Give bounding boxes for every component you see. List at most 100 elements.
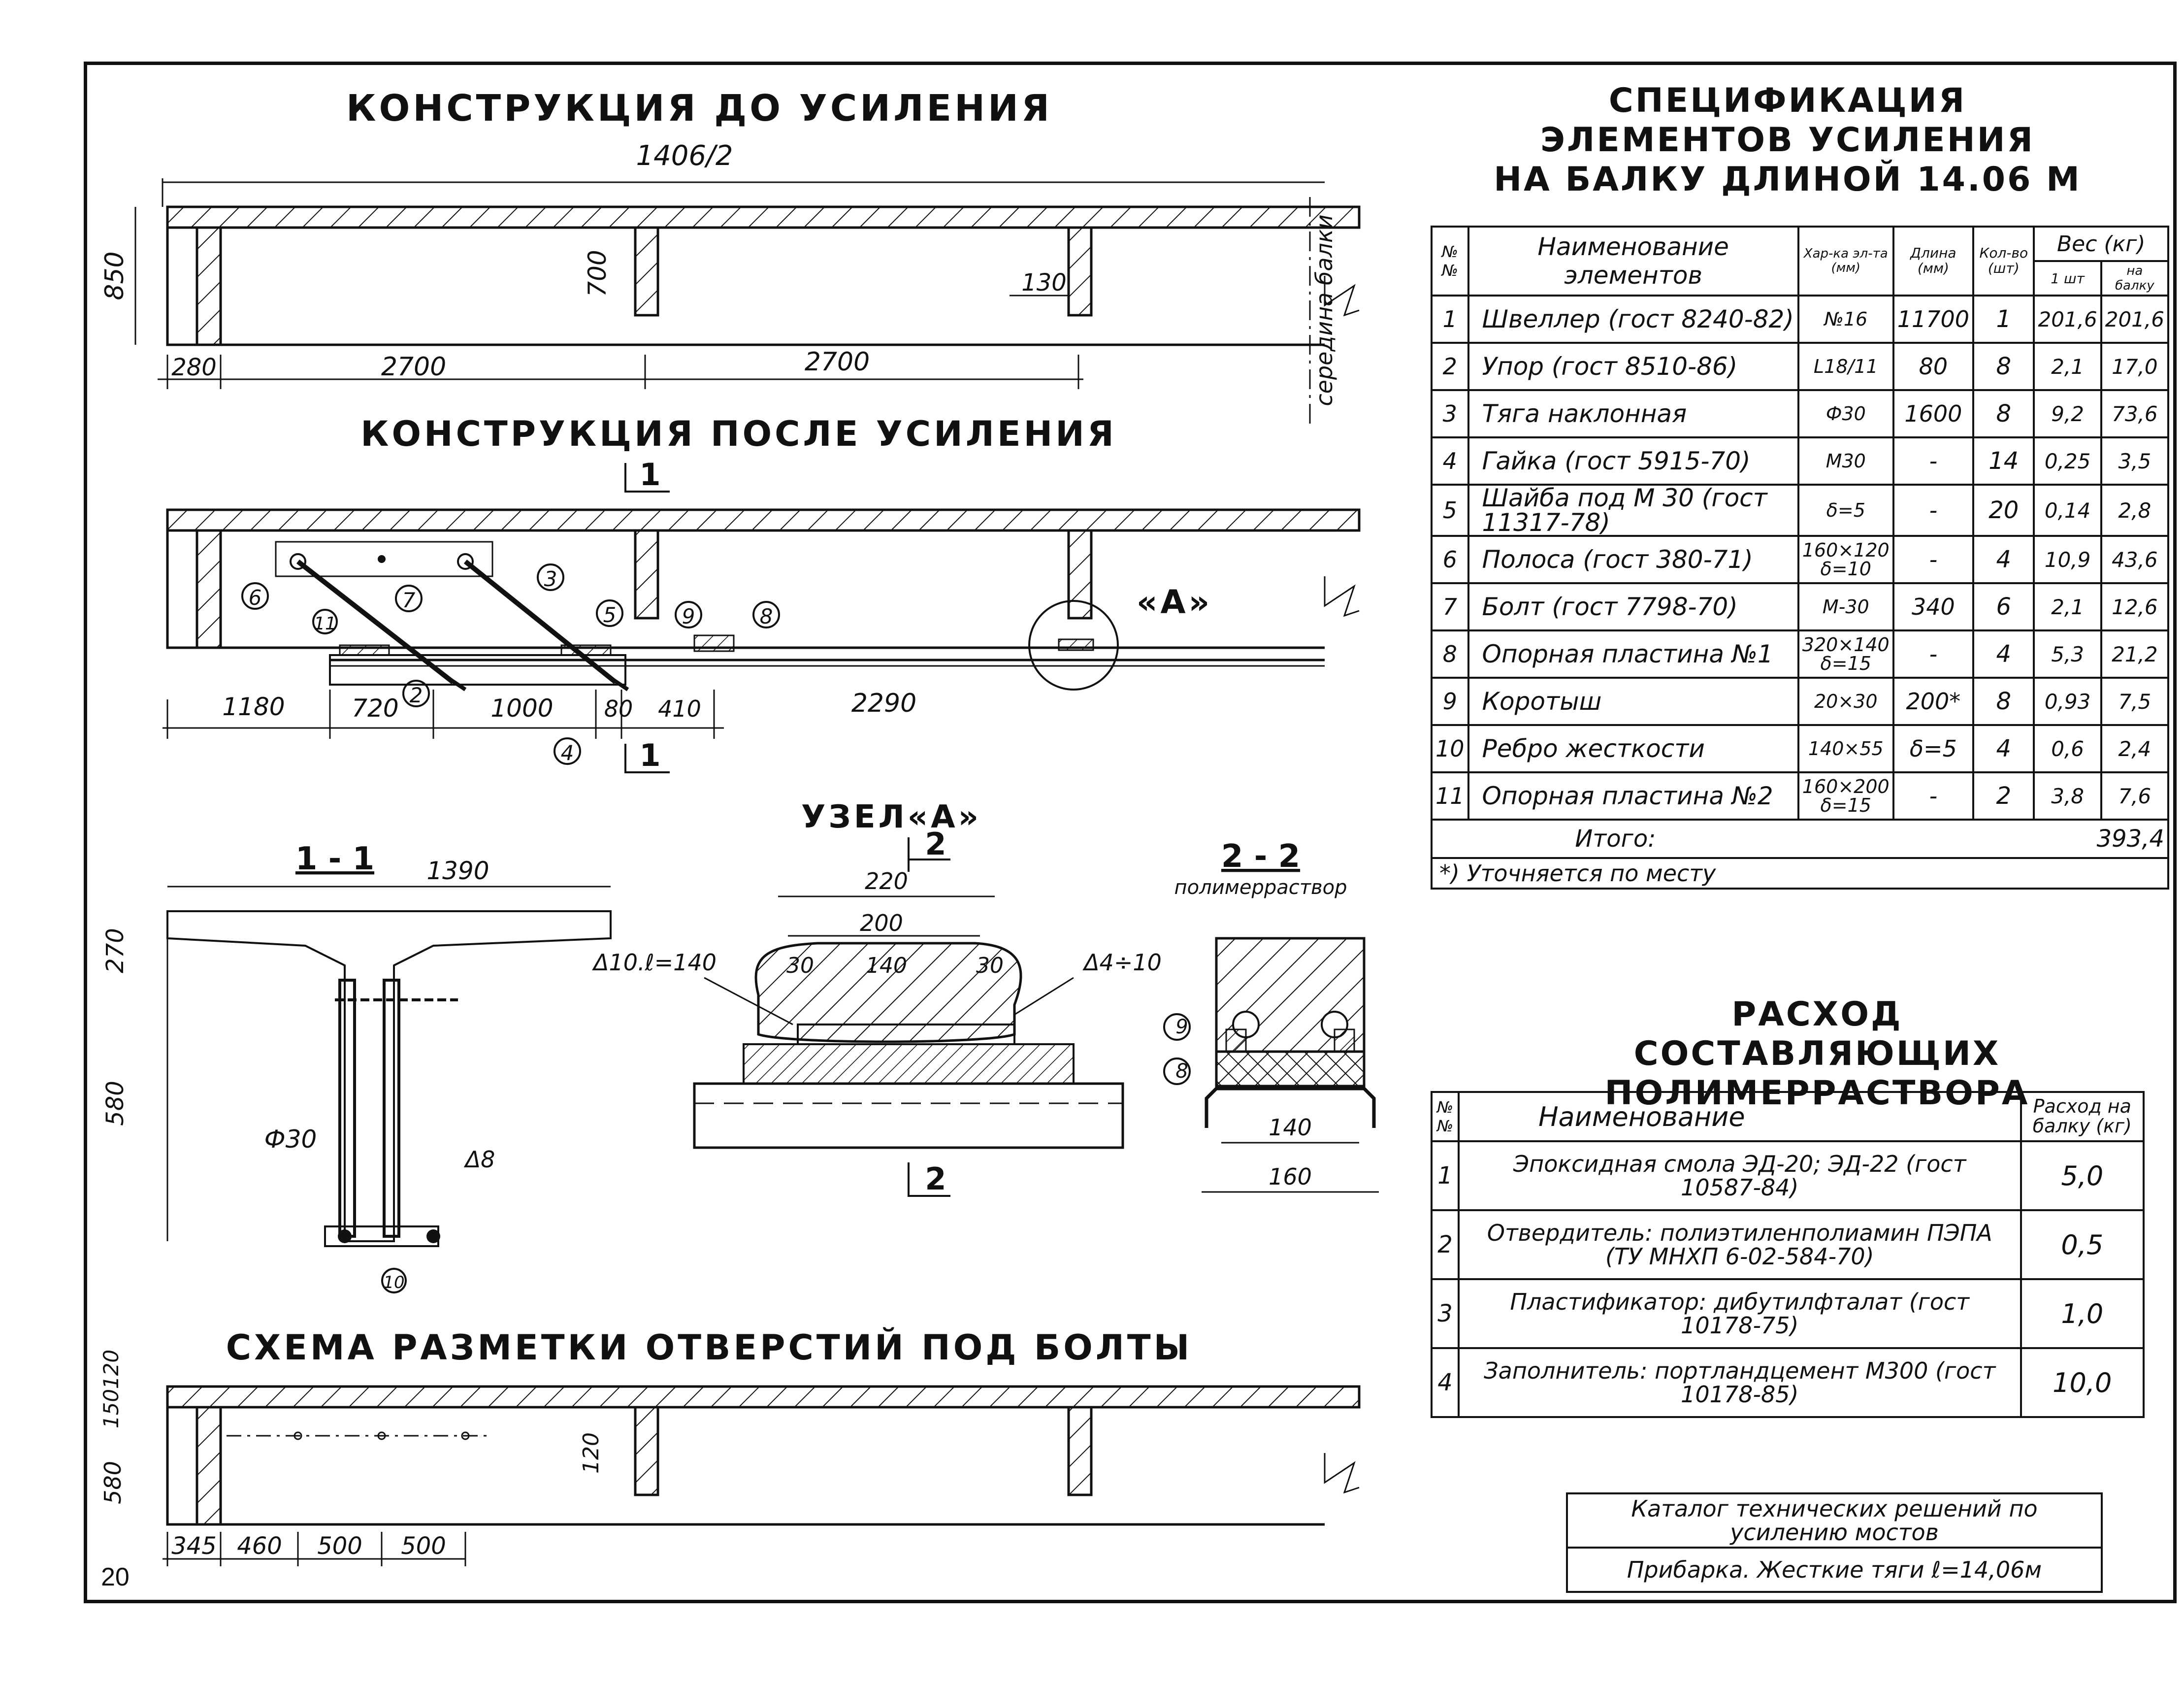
heading-before: КОНСТРУКЦИЯ ДО УСИЛЕНИЯ bbox=[346, 87, 1052, 130]
dim-410: 410 bbox=[658, 695, 701, 722]
section-2-2: 2 - 2 полимерраствор 9 8 140 160 bbox=[1163, 838, 1379, 1193]
spec-cell-n: 8 bbox=[1431, 629, 1469, 679]
rod-d30: Ф30 bbox=[264, 1125, 317, 1154]
marker-4: 4 bbox=[561, 741, 574, 765]
spec-cell-name: Болт (гост 7798-70) bbox=[1467, 582, 1799, 631]
spec-cell-char: 160×120 δ=10 bbox=[1797, 535, 1894, 584]
sec22-d140: 140 bbox=[1269, 1114, 1312, 1141]
polymer-cell-n: 4 bbox=[1431, 1347, 1460, 1418]
heading-after: КОНСТРУКЦИЯ ПОСЛЕ УСИЛЕНИЯ bbox=[360, 414, 1116, 454]
spec-cell-w1: 0,6 bbox=[2033, 724, 2102, 773]
width-1390: 1390 bbox=[426, 857, 489, 885]
spec-title: СПЕЦИФИКАЦИЯ ЭЛЕМЕНТОВ УСИЛЕНИЯ НА БАЛКУ… bbox=[1467, 81, 2108, 200]
hdim-500-a: 500 bbox=[317, 1532, 362, 1560]
polymer-cell-rate: 0,5 bbox=[2020, 1209, 2145, 1280]
spec-title-line-3: НА БАЛКУ ДЛИНОЙ 14.06 М bbox=[1494, 160, 2082, 199]
spec-cell-len: - bbox=[1892, 535, 1975, 584]
spec-head-weight: Вес (кг) bbox=[2033, 226, 2169, 262]
node-d140: 140 bbox=[866, 953, 907, 978]
spec-cell-name: Гайка (гост 5915-70) bbox=[1467, 436, 1799, 486]
spec-cell-char: L18/11 bbox=[1797, 342, 1894, 391]
spec-cell-len: - bbox=[1892, 771, 1975, 821]
spec-cell-name: Коротыш bbox=[1467, 677, 1799, 726]
web-580: 580 bbox=[101, 1081, 129, 1126]
spec-cell-n: 2 bbox=[1431, 342, 1469, 391]
spec-cell-len: 80 bbox=[1892, 342, 1975, 391]
spec-cell-name: Опорная пластина №2 bbox=[1467, 771, 1799, 821]
beam-after-view: КОНСТРУКЦИЯ ПОСЛЕ УСИЛЕНИЯ 1 «А» 6 7 bbox=[163, 414, 1361, 773]
midspan-label: середина балки bbox=[1311, 214, 1337, 406]
spec-cell-name: Швеллер (гост 8240-82) bbox=[1467, 295, 1799, 344]
spec-cell-qty: 1 bbox=[1972, 295, 2035, 344]
spec-head-len: Длина (мм) bbox=[1892, 226, 1975, 297]
spec-table: № № Наименование элементов Хар-ка эл-та … bbox=[1431, 226, 2170, 890]
drawing-frame bbox=[84, 62, 2177, 1603]
marker-6: 6 bbox=[249, 586, 262, 610]
spec-head-w1: 1 шт bbox=[2033, 260, 2102, 297]
node-a-title: УЗЕЛ«А» bbox=[801, 799, 981, 835]
span-label: 1406/2 bbox=[636, 140, 733, 172]
polymer-label: полимерраствор bbox=[1174, 876, 1347, 899]
spec-cell-name: Ребро жесткости bbox=[1467, 724, 1799, 773]
marker-10: 10 bbox=[383, 1273, 404, 1292]
spec-cell-w1: 0,93 bbox=[2033, 677, 2102, 726]
node-cut-2-top: 2 bbox=[925, 826, 946, 862]
polymer-cell-rate: 10,0 bbox=[2020, 1347, 2145, 1418]
spec-cell-n: 5 bbox=[1431, 484, 1469, 537]
dim-80: 80 bbox=[604, 695, 633, 722]
spec-cell-w1: 3,8 bbox=[2033, 771, 2102, 821]
spec-head-qty: Кол-во (шт) bbox=[1972, 226, 2035, 297]
section-1-1-title: 1 - 1 bbox=[295, 841, 374, 877]
dim-2700-a: 2700 bbox=[381, 352, 446, 382]
title-stamp: Каталог технических решений по усилению … bbox=[1566, 1492, 2103, 1593]
spec-cell-n: 6 bbox=[1431, 535, 1469, 584]
flange-270: 270 bbox=[101, 928, 129, 973]
spec-cell-w1: 0,25 bbox=[2033, 436, 2102, 486]
section-1-1: 1 - 1 1390 270 580 Ф30 Δ8 10 bbox=[101, 841, 612, 1293]
spec-head-n: № № bbox=[1431, 226, 1469, 297]
hdim-460: 460 bbox=[237, 1532, 282, 1560]
spec-cell-wb: 201,6 bbox=[2100, 295, 2170, 344]
spec-cell-len: 11700 bbox=[1892, 295, 1975, 344]
spec-cell-n: 4 bbox=[1431, 436, 1469, 486]
spec-cell-wb: 12,6 bbox=[2100, 582, 2170, 631]
node-d200: 200 bbox=[860, 910, 903, 936]
marker-3: 3 bbox=[544, 567, 557, 591]
polymer-cell-name: Заполнитель: портландцемент М300 (гост 1… bbox=[1457, 1347, 2022, 1418]
dim-280: 280 bbox=[171, 354, 217, 381]
spec-cell-n: 7 bbox=[1431, 582, 1469, 631]
spec-cell-char: 20×30 bbox=[1797, 677, 1894, 726]
vdim-580: 580 bbox=[99, 1461, 126, 1504]
spec-cell-char: δ=5 bbox=[1797, 484, 1894, 537]
spec-cell-qty: 4 bbox=[1972, 535, 2035, 584]
spec-cell-len: - bbox=[1892, 629, 1975, 679]
spec-cell-char: 320×140 δ=15 bbox=[1797, 629, 1894, 679]
dim-2290: 2290 bbox=[851, 689, 916, 718]
spec-total-value: 393,4 bbox=[1798, 819, 2170, 859]
marker-8: 8 bbox=[760, 604, 773, 628]
node-weld-left: Δ10.ℓ=140 bbox=[592, 949, 717, 976]
spec-cell-name: Полоса (гост 380-71) bbox=[1467, 535, 1799, 584]
spec-cell-name: Шайба под М 30 (гост 11317-78) bbox=[1467, 484, 1799, 537]
dim-1180: 1180 bbox=[222, 693, 285, 721]
spec-cell-len: 1600 bbox=[1892, 389, 1975, 438]
spec-cell-w1: 10,9 bbox=[2033, 535, 2102, 584]
node-a-callout: «А» bbox=[1137, 583, 1212, 621]
spec-cell-w1: 201,6 bbox=[2033, 295, 2102, 344]
heading-holes: СХЕМА РАЗМЕТКИ ОТВЕРСТИЙ ПОД БОЛТЫ bbox=[226, 1327, 1192, 1368]
rib-width-130: 130 bbox=[1021, 269, 1067, 297]
spec-cell-w1: 5,3 bbox=[2033, 629, 2102, 679]
cut-1-bottom: 1 bbox=[639, 737, 660, 773]
hdim-500-b: 500 bbox=[401, 1532, 446, 1560]
